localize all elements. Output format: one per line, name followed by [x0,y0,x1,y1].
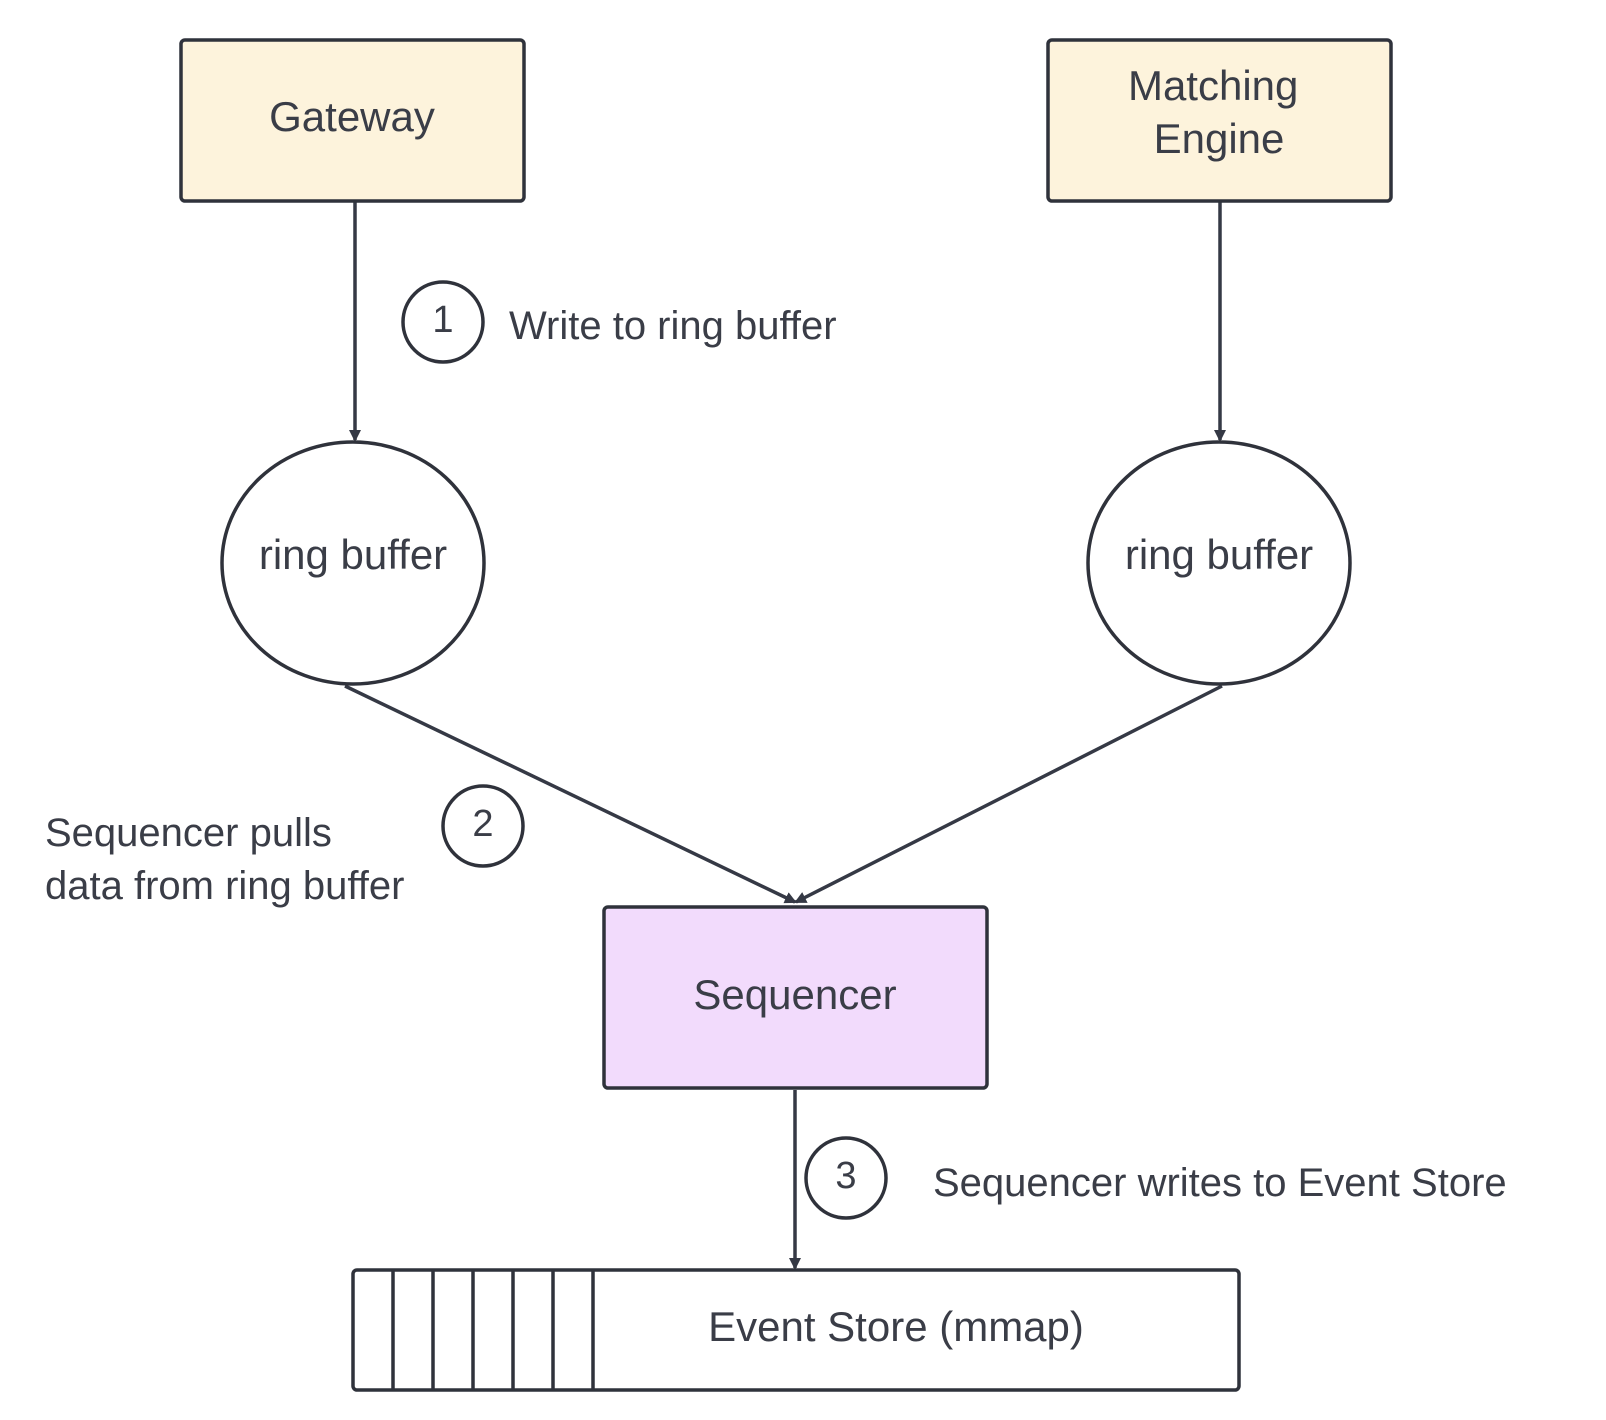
ring-buffer-left-label: ring buffer [259,531,447,578]
step-3-number: 3 [835,1155,856,1197]
event-store-box [351,1268,1241,1392]
step-2-number: 2 [472,803,493,845]
ring-buffer-left-node: ring buffer [220,440,486,686]
arrow-left-ring-buffer-to-sequencer [344,684,797,904]
step-1-badge [401,280,485,364]
matching-engine-label-line-1: Matching [1128,62,1298,109]
ring-buffer-right-node: ring buffer [1086,440,1352,686]
matching-engine-label: Matching Engine [1128,62,1310,162]
sequencer-node: Sequencer [602,905,989,1090]
step-2-label-line-2: data from ring buffer [45,864,404,908]
gateway-label: Gateway [269,93,435,140]
step-2-badge [441,784,525,868]
step-1-number: 1 [432,299,453,341]
step-3-label: Sequencer writes to Event Store [933,1161,1507,1205]
sequencer-box [602,905,989,1090]
event-store-slots [391,1270,595,1390]
step-1-label: Write to ring buffer [509,304,837,348]
arrow-right-ring-buffer-to-sequencer [794,684,1223,904]
event-store-label: Event Store (mmap) [708,1303,1084,1350]
step-3-badge [804,1136,888,1220]
matching-engine-box [1046,38,1393,203]
step-2-label: Sequencer pulls data from ring buffer [45,811,404,908]
event-store-node: Event Store (mmap) [351,1268,1241,1392]
ring-buffer-right-label: ring buffer [1125,531,1313,578]
gateway-box [179,38,526,203]
matching-engine-node: Matching Engine [1046,38,1393,203]
ring-buffer-left-circle [220,440,486,686]
step-3: 3 Sequencer writes to Event Store [804,1136,1507,1220]
step-2: 2 Sequencer pulls data from ring buffer [45,784,525,908]
gateway-node: Gateway [179,38,526,203]
sequencer-label: Sequencer [693,971,896,1018]
matching-engine-label-line-2: Engine [1154,115,1285,162]
step-2-label-line-1: Sequencer pulls [45,811,332,855]
ring-buffer-right-circle [1086,440,1352,686]
step-1: 1 Write to ring buffer [401,280,837,364]
